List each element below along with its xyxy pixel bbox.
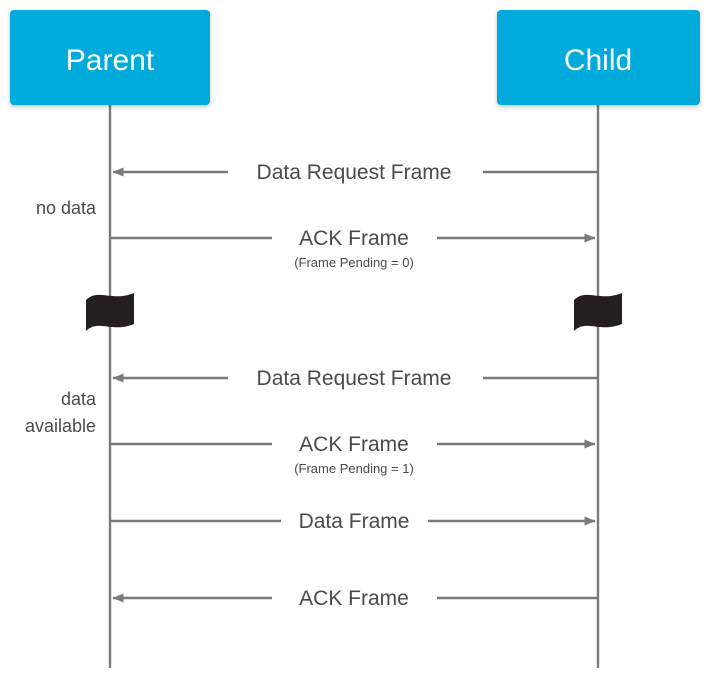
message-2-label: ACK Frame <box>299 227 409 250</box>
participant-child-label: Child <box>564 44 632 77</box>
participant-parent[interactable]: Parent <box>10 10 210 105</box>
message-3-label: Data Request Frame <box>257 367 452 390</box>
side-note-data-available: data available <box>25 389 97 436</box>
message-1-label: Data Request Frame <box>257 161 452 184</box>
side-note-no-data-line-0: no data <box>36 198 97 218</box>
participant-child-box[interactable] <box>497 10 700 105</box>
message-4-sublabel: (Frame Pending = 1) <box>294 461 414 476</box>
participant-child[interactable]: Child <box>497 10 700 105</box>
message-2-sublabel: (Frame Pending = 0) <box>294 255 414 270</box>
break-marker-child <box>574 293 622 331</box>
participant-parent-label: Parent <box>66 44 155 77</box>
message-4[interactable]: ACK Frame (Frame Pending = 1) <box>110 433 596 476</box>
message-6-label: ACK Frame <box>299 587 409 610</box>
side-note-no-data: no data <box>36 198 97 218</box>
flag-break-icon <box>574 293 622 331</box>
message-5-label: Data Frame <box>299 510 410 533</box>
participant-parent-box[interactable] <box>10 10 210 105</box>
message-4-label: ACK Frame <box>299 433 409 456</box>
break-marker-parent <box>86 293 134 331</box>
message-3[interactable]: Data Request Frame <box>112 367 598 390</box>
lifelines <box>108 105 600 668</box>
side-note-data-available-line-1: available <box>25 416 96 436</box>
message-2[interactable]: ACK Frame (Frame Pending = 0) <box>110 227 596 270</box>
flag-break-icon <box>86 293 134 331</box>
message-6[interactable]: ACK Frame <box>112 587 598 610</box>
side-note-data-available-line-0: data <box>61 389 97 409</box>
message-5[interactable]: Data Frame <box>110 510 596 533</box>
message-1[interactable]: Data Request Frame <box>112 161 598 184</box>
